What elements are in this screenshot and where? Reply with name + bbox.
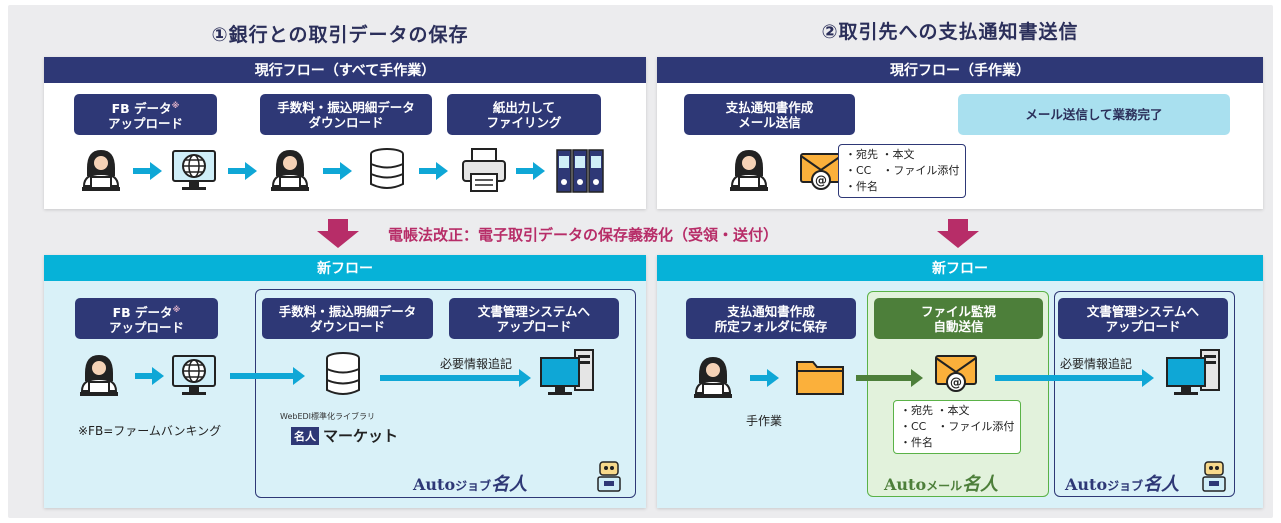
autojob-frame-left	[255, 289, 636, 498]
docmgmt-upload-step-right: 文書管理システムへアップロード	[1058, 298, 1228, 339]
fb-upload-new-label-1: FB データ	[112, 305, 173, 321]
mail-icon: @	[800, 153, 842, 190]
docmgmt-r-label-1: 文書管理システムへ	[1086, 303, 1200, 319]
arrow-right-icon	[516, 162, 545, 180]
svg-text:@: @	[815, 174, 827, 188]
robot-icon	[1202, 461, 1226, 492]
web-monitor-icon	[172, 150, 216, 190]
new-flow-left-header: 新フロー	[44, 255, 646, 281]
autojob-logo-right: Autoジョブ名人	[1065, 470, 1179, 496]
pay-label-2: メール送信	[738, 114, 801, 130]
monitor-label-2: 自動送信	[933, 318, 984, 334]
folder-icon	[796, 361, 844, 395]
docmgmt-label-1: 文書管理システムへ	[477, 303, 591, 319]
printer-icon	[462, 148, 506, 192]
logo-job: ジョブ	[455, 479, 492, 493]
autojob-frame-right	[1054, 291, 1235, 497]
mail-fields-note: ・宛先 ・本文 ・CC ・ファイル添付 ・件名	[838, 144, 967, 198]
current-flow-right-header: 現行フロー（手作業）	[657, 57, 1263, 83]
fb-upload-label-2: アップロード	[107, 116, 183, 132]
robot-icon	[597, 461, 621, 492]
logo-job-r: ジョブ	[1107, 479, 1144, 493]
autojob-logo-left: Autoジョブ名人	[413, 470, 527, 496]
print-label-2: ファイリング	[486, 114, 562, 130]
info-add-label: 必要情報追記	[440, 357, 513, 371]
fb-upload-step: FB データ※ アップロード	[74, 94, 217, 135]
mail-icon: @	[935, 355, 977, 392]
arrow-down-icon	[937, 219, 979, 248]
logo-auto-r: Auto	[1065, 475, 1108, 494]
fb-upload-step-new: FB データ※ アップロード	[75, 298, 218, 339]
arrow-right-icon	[323, 162, 352, 180]
automail-logo: Autoメール名人	[884, 470, 998, 496]
fee-download-step: 手数料・振込明細データダウンロード	[260, 94, 432, 135]
person-laptop-icon	[271, 150, 309, 191]
meijin-market-logo: 名人マーケット	[291, 425, 398, 446]
pay-new-label-2: 所定フォルダに保存	[714, 318, 828, 334]
info-add-label-right: 必要情報追記	[1060, 357, 1133, 371]
arrow-down-icon	[317, 219, 359, 248]
long-arrow-right-icon	[380, 369, 531, 387]
fee-label-1: 手数料・振込明細データ	[277, 99, 415, 115]
arrow-right-icon	[228, 162, 257, 180]
logo-meijin: 名人	[491, 474, 528, 495]
fb-mark: ※	[171, 100, 180, 110]
section1-title: ①銀行との取引データの保存	[211, 24, 469, 46]
pay-notice-save-step: 支払通知書作成所定フォルダに保存	[686, 298, 856, 339]
web-monitor-icon	[172, 355, 216, 395]
print-label-1: 紙出力して	[492, 99, 556, 115]
file-monitor-step: ファイル監視自動送信	[874, 298, 1043, 339]
person-laptop-icon	[80, 355, 118, 396]
docmgmt-label-2: アップロード	[496, 318, 572, 334]
fb-mark-new: ※	[172, 304, 181, 314]
docmgmt-r-label-2: アップロード	[1105, 318, 1181, 334]
computer-icon	[1166, 349, 1220, 395]
logo-mail: メール	[926, 479, 963, 493]
pay-label-1: 支払通知書作成	[725, 99, 814, 115]
print-file-step: 紙出力してファイリング	[447, 94, 601, 135]
svg-text:@: @	[950, 376, 962, 390]
market-name: マーケット	[323, 427, 399, 445]
logo-meijin-mail: 名人	[962, 474, 999, 495]
new-flow-right-header: 新フロー	[657, 255, 1263, 281]
database-icon	[326, 352, 360, 395]
computer-icon	[540, 349, 594, 395]
person-laptop-icon	[82, 150, 120, 191]
webedi-label: WebEDI標準化ライブラリ	[280, 412, 376, 421]
fb-upload-new-label-2: アップロード	[108, 320, 184, 336]
fee-label-2: ダウンロード	[308, 114, 384, 130]
arrow-right-icon	[135, 367, 164, 385]
manual-work-label: 手作業	[746, 414, 783, 428]
docmgmt-upload-step: 文書管理システムへアップロード	[449, 298, 619, 339]
logo-auto: Auto	[413, 475, 456, 494]
current-flow-left-header: 現行フロー（すべて手作業）	[44, 57, 646, 83]
fee-new-label-2: ダウンロード	[309, 318, 385, 334]
long-arrow-right-icon	[995, 369, 1154, 387]
fee-download-step-new: 手数料・振込明細データダウンロード	[262, 298, 433, 339]
law-revision-banner: 電帳法改正：電子取引データの保存義務化（受領・送付）	[388, 226, 779, 244]
monitor-label-1: ファイル監視	[920, 303, 996, 319]
person-laptop-icon	[694, 357, 732, 398]
database-icon	[370, 148, 404, 189]
person-laptop-icon	[730, 150, 768, 191]
logo-meijin-r: 名人	[1143, 474, 1180, 495]
fee-new-label-1: 手数料・振込明細データ	[278, 303, 417, 319]
binders-icon	[556, 149, 604, 193]
arrow-right-icon	[133, 162, 162, 180]
fb-note: ※FB=ファームバンキング	[78, 424, 222, 438]
logo-auto-mail: Auto	[884, 475, 927, 494]
mail-fields-note-new: ・宛先 ・本文 ・CC ・ファイル添付 ・件名	[893, 400, 1022, 454]
arrow-right-icon	[419, 162, 448, 180]
green-arrow-right-icon	[856, 369, 923, 387]
section2-title: ②取引先への支払通知書送信	[821, 21, 1079, 43]
mail-done-step: メール送信して業務完了	[958, 94, 1230, 135]
pay-notice-step: 支払通知書作成メール送信	[684, 94, 855, 135]
market-brand: 名人	[291, 426, 319, 445]
pay-new-label-1: 支払通知書作成	[727, 303, 815, 319]
arrow-right-icon	[750, 369, 779, 387]
long-arrow-right-icon	[230, 367, 305, 385]
fb-upload-label-1: FB データ	[111, 101, 172, 117]
